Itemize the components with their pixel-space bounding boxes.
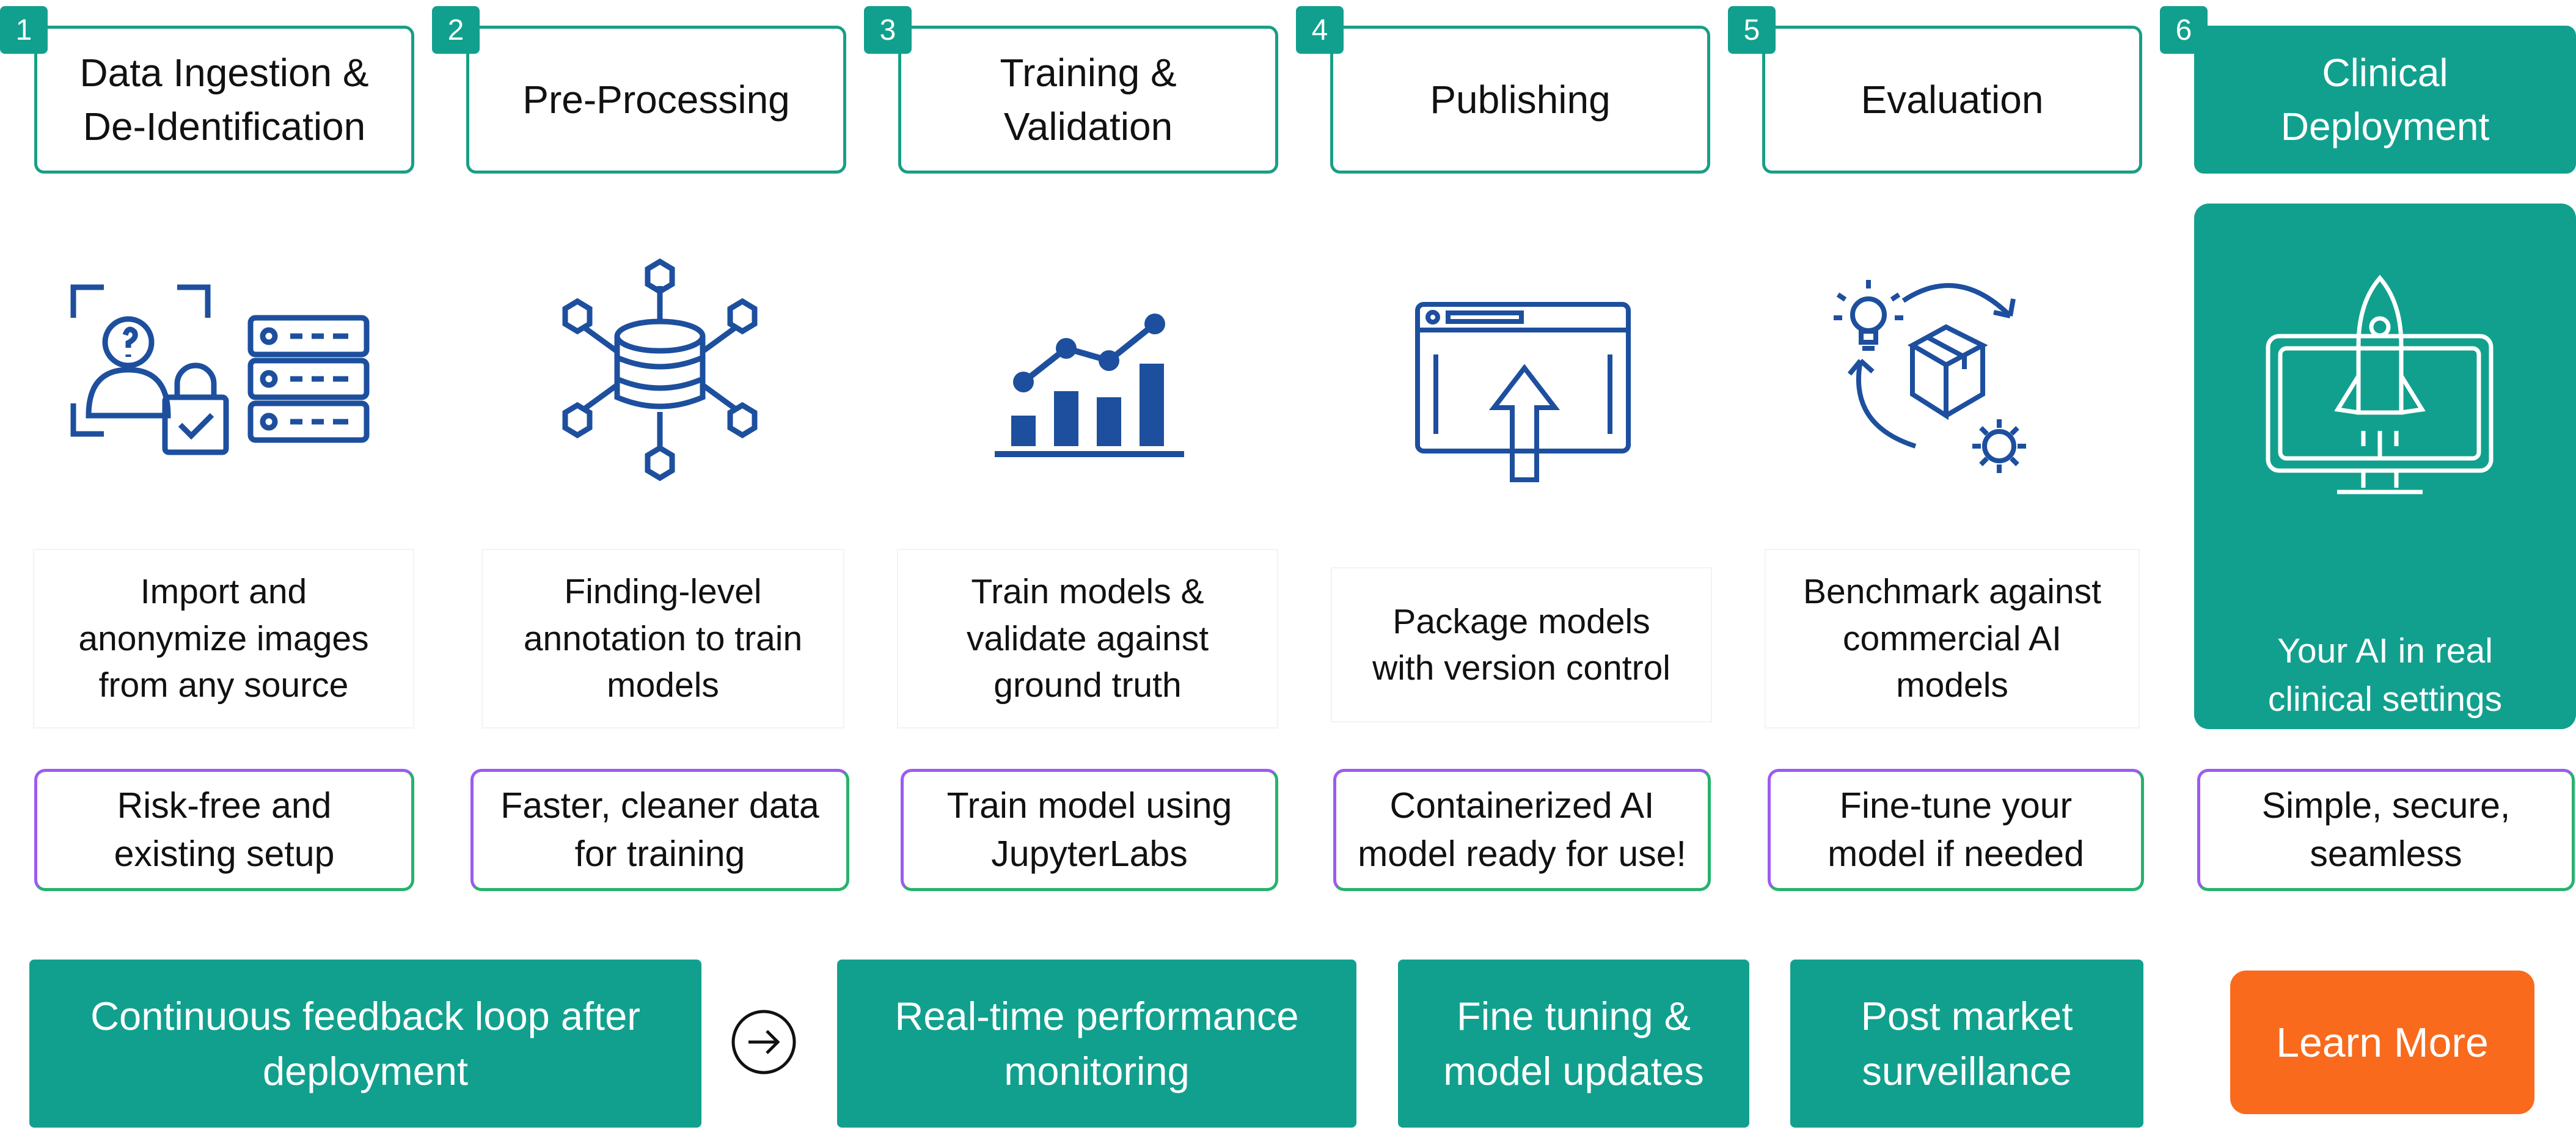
step-6-benefit: Simple, secure, seamless	[2197, 769, 2575, 891]
step-2-title: Pre-Processing	[466, 26, 846, 174]
step-4-number: 4	[1296, 6, 1344, 54]
growth-chart-icon	[984, 299, 1191, 464]
step-4-title: Publishing	[1330, 26, 1710, 174]
step-1-benefit: Risk-free and existing setup	[34, 769, 414, 891]
step-3-benefit: Train model using JupyterLabs	[901, 769, 1278, 891]
fine-tuning-box: Fine tuning & model updates	[1398, 960, 1749, 1128]
step-1-number: 1	[0, 6, 48, 54]
step-3-number: 3	[864, 6, 912, 54]
arrow-right-circle-icon	[730, 1008, 797, 1076]
step-5-number: 5	[1728, 6, 1776, 54]
step-3-description: Train models & validate against ground t…	[898, 550, 1277, 727]
step-1-description: Import and anonymize images from any sou…	[34, 550, 413, 727]
step-6-description: Your AI in real clinical settings	[2267, 631, 2503, 719]
step-4-description: Package models with version control	[1332, 568, 1711, 721]
step-6-number: 6	[2160, 6, 2208, 54]
realtime-monitoring-box: Real-time performance monitoring	[837, 960, 1356, 1128]
database-network-icon	[538, 244, 782, 489]
step-2-number: 2	[432, 6, 480, 54]
step-2-description: Finding-level annotation to train models	[483, 550, 843, 727]
cycle-box-gear-icon	[1827, 275, 2047, 489]
step-2-benefit: Faster, cleaner data for training	[470, 769, 849, 891]
clinical-deployment-panel	[2194, 204, 2576, 729]
step-5-title: Evaluation	[1762, 26, 2142, 174]
step-1-title: Data Ingestion & De-Identification	[34, 26, 414, 174]
post-market-surveillance-box: Post market surveillance	[1790, 960, 2143, 1128]
step-6-title: Clinical Deployment	[2194, 26, 2576, 174]
feedback-loop-box: Continuous feedback loop after deploymen…	[29, 960, 701, 1128]
browser-upload-icon	[1411, 299, 1631, 489]
step-3-title: Training & Validation	[898, 26, 1278, 174]
user-lock-database-icon	[61, 275, 391, 471]
learn-more-button[interactable]: Learn More	[2230, 971, 2534, 1114]
step-5-benefit: Fine-tune your model if needed	[1768, 769, 2144, 891]
step-5-description: Benchmark against commercial AI models	[1766, 550, 2139, 727]
step-4-benefit: Containerized AI model ready for use!	[1333, 769, 1711, 891]
rocket-monitor-icon	[2261, 269, 2499, 501]
